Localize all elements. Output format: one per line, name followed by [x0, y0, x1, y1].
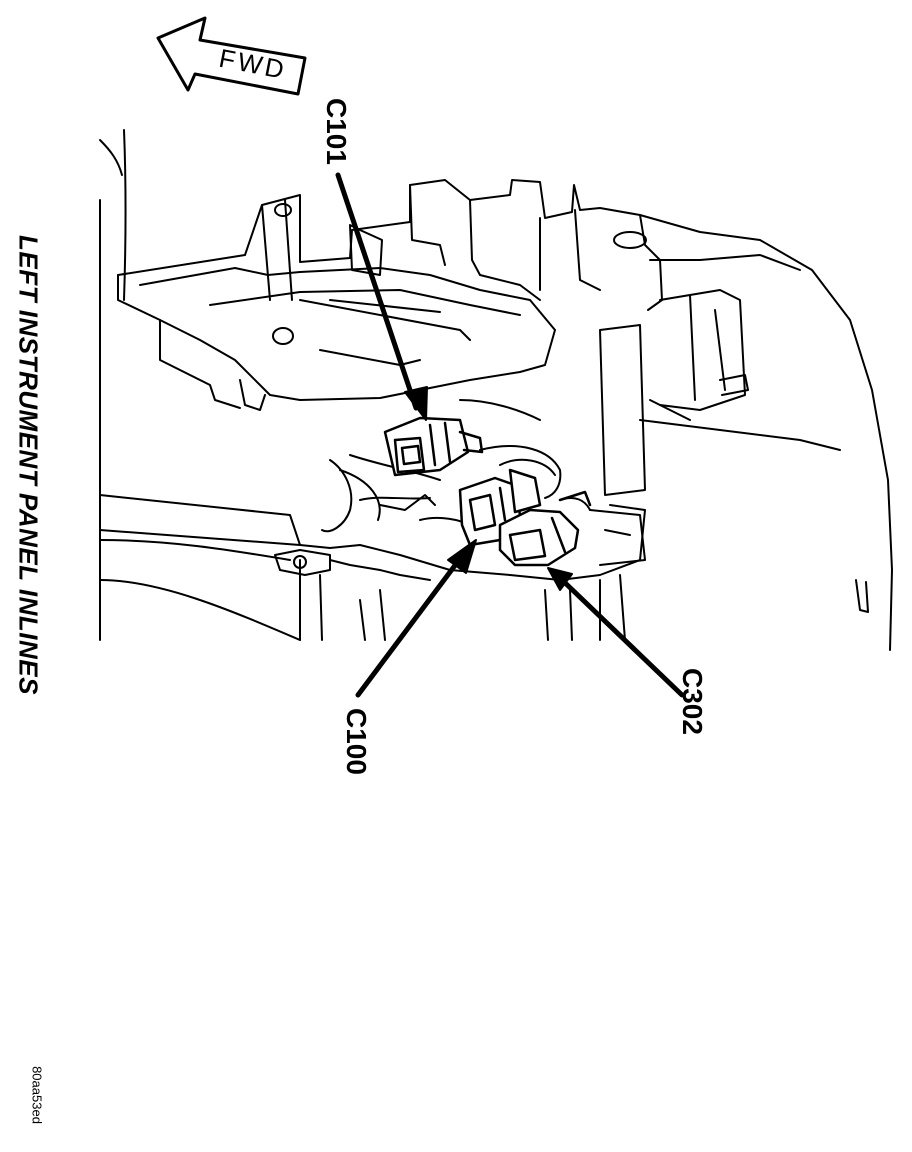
callout-c101-label: C101: [321, 98, 352, 165]
lower-support-structure: [274, 504, 646, 641]
leader-arrow-c101: [335, 172, 428, 421]
right-panel-frame: [599, 254, 869, 613]
leader-arrow-c302: [547, 567, 685, 698]
connector-c302: [498, 490, 592, 567]
forward-arrow-icon: [156, 16, 307, 96]
wiring-harness: [321, 399, 591, 533]
callout-c100-label: C100: [341, 708, 372, 775]
callout-c302-label: C302: [677, 668, 708, 735]
connector-c101: [383, 416, 484, 477]
diagram-title: LEFT INSTRUMENT PANEL INLINES: [13, 235, 44, 695]
body-side-outline: [99, 129, 301, 641]
leader-arrow-c100: [355, 539, 477, 698]
instrument-panel-bracket: [117, 179, 893, 651]
figure-code: 80aa53ed: [29, 1066, 45, 1124]
